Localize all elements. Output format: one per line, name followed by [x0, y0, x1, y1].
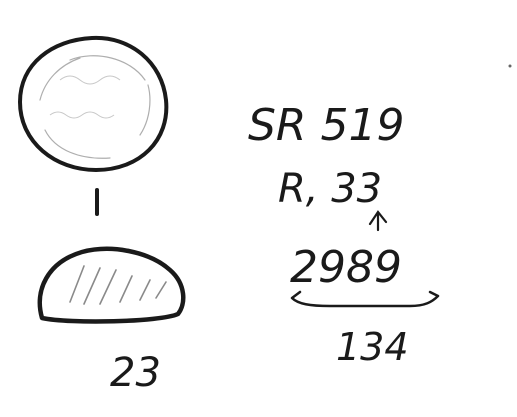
sketch-line-1: SR 519	[248, 100, 404, 151]
stray-dot	[508, 64, 512, 68]
dome-shape	[37, 246, 186, 324]
sketch-line-3: 2989	[290, 242, 402, 293]
small-shape-value-text: 23	[110, 350, 161, 396]
circle-shape	[17, 35, 169, 173]
caret-mark	[368, 210, 388, 232]
brace-underline	[290, 290, 440, 308]
sketch-line-2: R, 33	[278, 166, 382, 212]
sketch-line-4: 134	[336, 325, 409, 369]
